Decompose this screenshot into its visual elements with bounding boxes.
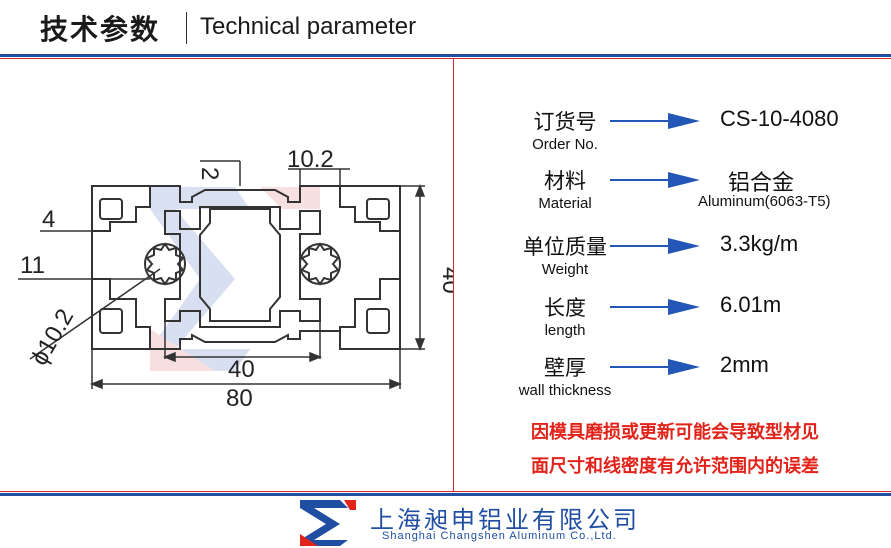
bottom-red-rule [0,491,891,492]
tolerance-note-line-2: 面尺寸和线密度有允许范围内的误差 [531,456,819,477]
arrow-right-icon [610,359,700,375]
top-blue-rule [0,54,891,57]
arrow-right-icon [610,172,700,188]
spec-label-en: Weight [541,261,589,278]
profile-svg: 2 10.2 4 11 ϕ10.2 40 80 40 [18,146,464,412]
dim-left-4: 4 [42,206,55,233]
dim-top-width: 10.2 [287,146,334,173]
bottom-blue-rule [0,493,891,496]
company-name: 上海昶申铝业有限公司 [370,506,640,534]
arrow-right-icon [610,113,700,129]
header: 技术参数 Technical parameter [0,0,891,56]
tolerance-note-line-1: 因模具磨损或更新可能会导致型材见 [531,422,819,443]
spec-label-en: Material [538,195,592,212]
spec-label-cn: 材料 [544,169,586,193]
arrow-right-icon [610,299,700,315]
company-name-english: Shanghai Changshen Aluminum Co.,Ltd. [382,530,617,542]
footer: 上海昶申铝业有限公司 Shanghai Changshen Aluminum C… [0,496,891,548]
profile-outline [91,185,401,350]
arrow-right-icon [610,238,700,254]
spec-row-length: 长度 length 6.01m [470,292,880,352]
page-title: 技术参数 [40,13,161,46]
dim-total-width: 80 [226,385,253,412]
dim-inner-width: 40 [228,356,255,383]
spec-row-wall-thickness: 壁厚 wall thickness 2mm [470,352,880,412]
spec-row-order-no: 订货号 Order No. CS-10-4080 [470,106,880,166]
center-hole-right [299,242,341,286]
profile-drawing: 2 10.2 4 11 ϕ10.2 40 80 40 [0,59,464,491]
dimension-lines [18,160,426,390]
dim-diameter: ϕ10.2 [26,304,79,370]
spec-value: 6.01m [720,292,782,317]
spec-value-sub: Aluminum(6063-T5) [698,193,831,210]
spec-value: 3.3kg/m [720,231,799,256]
dim-top-slot: 2 [196,167,223,180]
dim-height: 40 [437,267,453,294]
title-divider [186,12,187,44]
spec-label-en: length [544,322,586,339]
vertical-divider [453,59,454,491]
spec-label-en: wall thickness [518,382,612,399]
spec-label-cn: 壁厚 [544,356,586,380]
spec-label-cn: 单位质量 [523,235,607,259]
spec-value: 2mm [720,352,769,377]
company-logo [300,500,356,546]
center-hole-left [144,242,186,286]
spec-label-en: Order No. [532,136,598,153]
spec-label-cn: 订货号 [533,110,597,134]
spec-value: CS-10-4080 [720,106,839,131]
spec-row-weight: 单位质量 Weight 3.3kg/m [470,231,880,291]
dim-left-11: 11 [20,252,45,279]
spec-row-material: 材料 Material 铝合金 Aluminum(6063-T5) [470,165,880,225]
top-red-rule [0,58,891,59]
spec-label-cn: 长度 [544,296,586,320]
page-title-english: Technical parameter [200,13,417,40]
spec-value: 铝合金 [728,170,795,195]
